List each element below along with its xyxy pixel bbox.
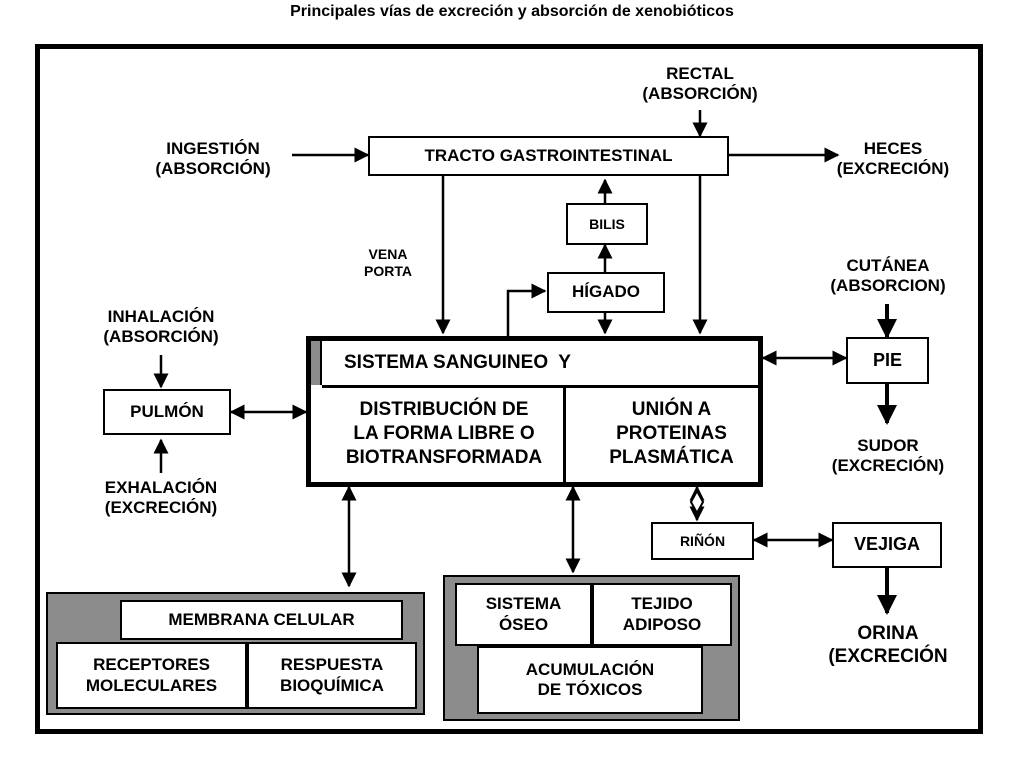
diagram-frame (35, 44, 983, 734)
box-higado: HÍGADO (547, 272, 665, 313)
box-sistema-sanguineo: SISTEMA SANGUINEO Y DISTRIBUCIÓN DE LA F… (306, 336, 763, 487)
tejido-adiposo-text: TEJIDO ADIPOSO (622, 594, 702, 634)
sudor-text: SUDOR (EXCRECIÓN) (831, 436, 945, 476)
vejiga-text: VEJIGA (853, 534, 921, 555)
distribucion-cell: DISTRIBUCIÓN DE LA FORMA LIBRE O BIOTRAN… (311, 388, 566, 482)
box-pulmon: PULMÓN (103, 389, 231, 435)
box-receptores: RECEPTORES MOLECULARES (56, 642, 247, 709)
box-acumulacion: ACUMULACIÓN DE TÓXICOS (477, 646, 703, 714)
exhalacion-text: EXHALACIÓN (EXCRECIÓN) (104, 478, 218, 518)
heces-text: HECES (EXCRECIÓN) (836, 139, 950, 179)
label-ingestion: INGESTIÓN (ABSORCIÓN) (133, 139, 293, 180)
tracto-text: TRACTO GASTROINTESTINAL (424, 145, 673, 165)
cutanea-text: CUTÁNEA (ABSORCION) (830, 256, 946, 296)
sistema-sanguineo-text: SISTEMA SANGUINEO Y (344, 351, 571, 373)
acumulacion-text: ACUMULACIÓN DE TÓXICOS (525, 659, 655, 699)
pulmon-text: PULMÓN (130, 401, 204, 421)
box-vejiga: VEJIGA (832, 522, 942, 568)
respuesta-text: RESPUESTA BIOQUÍMICA (280, 655, 384, 695)
panel-acumulacion: SISTEMA ÓSEO TEJIDO ADIPOSO ACUMULACIÓN … (443, 575, 740, 721)
label-inhalacion: INHALACIÓN (ABSORCIÓN) (76, 307, 246, 348)
label-exhalacion: EXHALACIÓN (EXCRECIÓN) (76, 478, 246, 519)
orina-text: ORINA (EXCRECIÓN (828, 623, 948, 667)
vena-porta-text: VENA PORTA (364, 246, 412, 279)
receptores-text: RECEPTORES MOLECULARES (85, 655, 218, 695)
diamond-connector (689, 488, 705, 516)
sistema-shade (311, 341, 322, 385)
rectal-text: RECTAL (ABSORCIÓN) (642, 64, 758, 104)
union-text: UNIÓN A PROTEINAS PLASMÁTICA (609, 399, 734, 468)
box-tejido-adiposo: TEJIDO ADIPOSO (592, 583, 732, 646)
union-cell: UNIÓN A PROTEINAS PLASMÁTICA (569, 388, 758, 482)
label-cutanea: CUTÁNEA (ABSORCION) (803, 256, 973, 297)
box-membrana-celular: MEMBRANA CELULAR (120, 600, 403, 640)
higado-text: HÍGADO (572, 282, 640, 302)
box-rinon: RIÑÓN (651, 522, 754, 560)
sistema-oseo-text: SISTEMA ÓSEO (485, 594, 562, 634)
inhalacion-text: INHALACIÓN (ABSORCIÓN) (103, 307, 219, 347)
label-vena-porta: VENA PORTA (348, 246, 428, 280)
sistema-header: SISTEMA SANGUINEO Y (322, 341, 758, 388)
label-rectal: RECTAL (ABSORCIÓN) (620, 64, 780, 105)
distribucion-text: DISTRIBUCIÓN DE LA FORMA LIBRE O BIOTRAN… (345, 399, 543, 468)
box-respuesta: RESPUESTA BIOQUÍMICA (247, 642, 417, 709)
ingestion-text: INGESTIÓN (ABSORCIÓN) (155, 139, 271, 179)
label-heces: HECES (EXCRECIÓN) (813, 139, 973, 180)
panel-membrana: MEMBRANA CELULAR RECEPTORES MOLECULARES … (46, 592, 425, 715)
box-sistema-oseo: SISTEMA ÓSEO (455, 583, 592, 646)
arrow-sistema-higado (506, 283, 547, 336)
label-orina: ORINA (EXCRECIÓN (808, 623, 968, 669)
box-pie: PIE (846, 337, 929, 384)
rinon-text: RIÑÓN (679, 532, 726, 549)
membrana-text: MEMBRANA CELULAR (168, 609, 355, 629)
bilis-text: BILIS (589, 215, 625, 232)
pie-text: PIE (872, 349, 902, 370)
box-bilis: BILIS (566, 203, 648, 245)
box-tracto-gastrointestinal: TRACTO GASTROINTESTINAL (368, 136, 729, 176)
diagram-title: Principales vías de excreción y absorció… (290, 3, 734, 20)
label-sudor: SUDOR (EXCRECIÓN) (808, 436, 968, 477)
